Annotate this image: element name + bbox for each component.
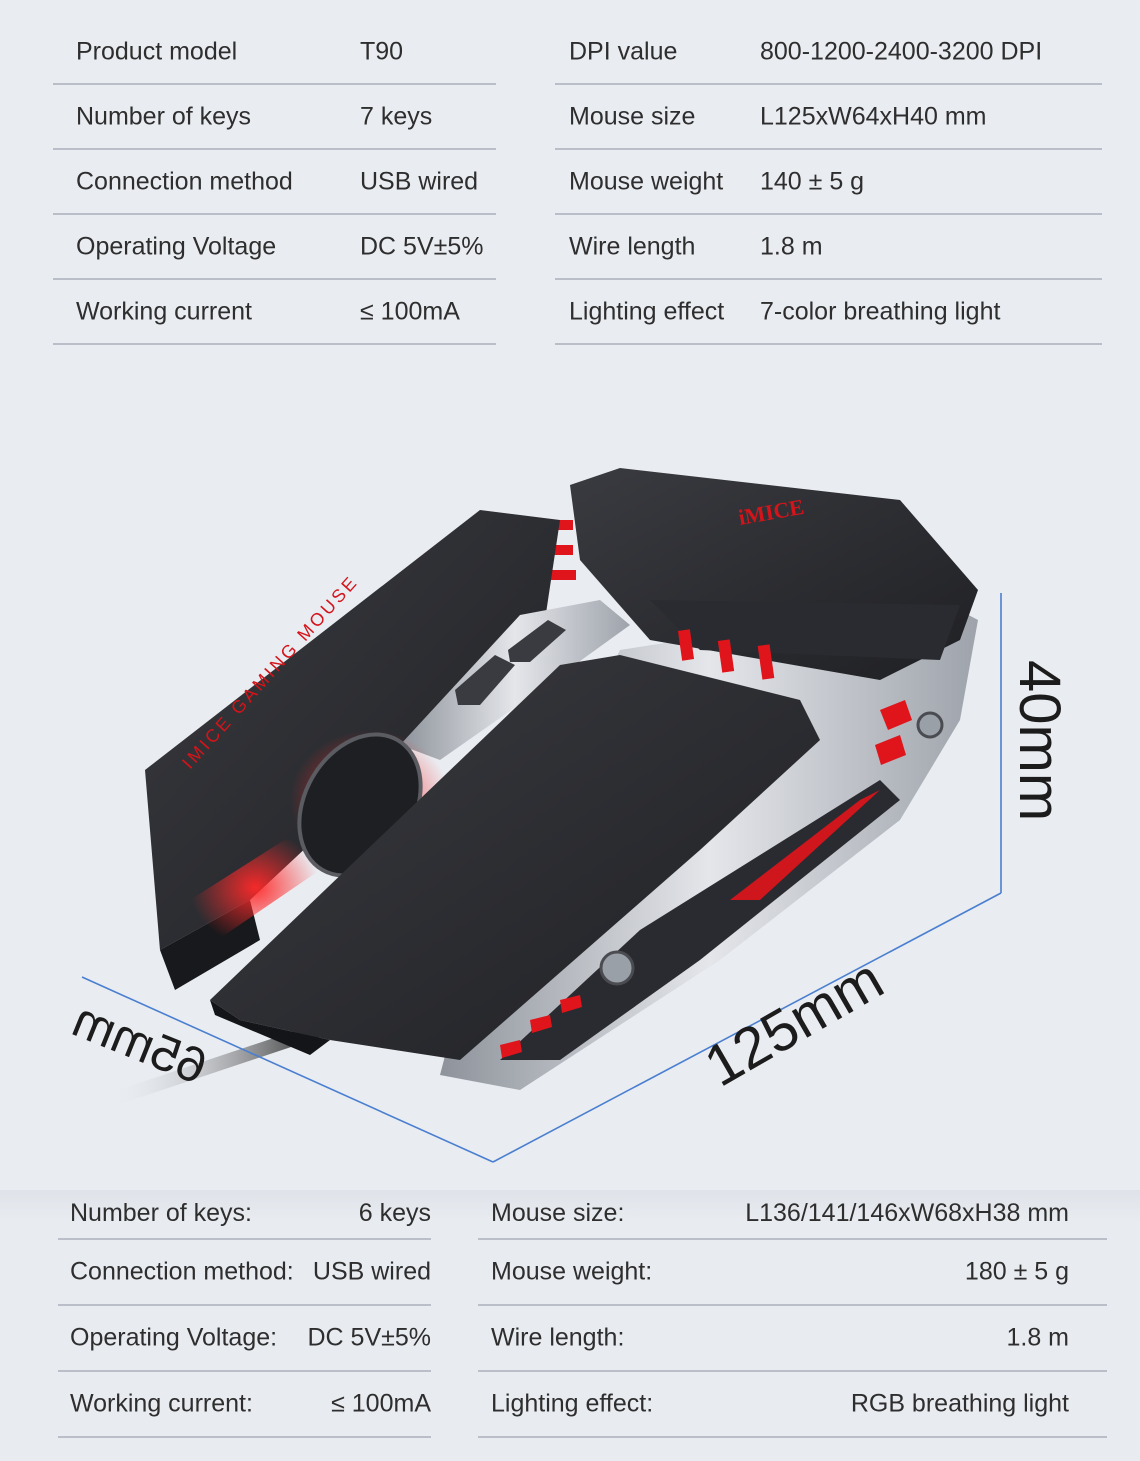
spec-value: L136/141/146xW68xH38 mm bbox=[745, 1199, 1069, 1227]
spec-value: 180 ± 5 g bbox=[964, 1257, 1069, 1286]
dimension-lines bbox=[81, 593, 1002, 1163]
spec-table-right: DPI value 800-1200-2400-3200 DPI Mouse s… bbox=[555, 20, 1102, 345]
spec-value: 7 keys bbox=[360, 102, 433, 130]
secondary-spec-section: Number of keys: 6 keys Connection method… bbox=[0, 1190, 1140, 1461]
spec-row-working-current: Working current: ≤ 100mA bbox=[58, 1372, 431, 1438]
width-dimension-label: 65mm bbox=[65, 991, 215, 1095]
spec-row-wire-length: Wire length 1.8 m bbox=[555, 215, 1102, 280]
spec-label: Number of keys: bbox=[70, 1199, 253, 1227]
spec-label: Number of keys bbox=[76, 102, 252, 130]
dpi-minus-button bbox=[508, 620, 566, 662]
spec-row-mouse-weight: Mouse weight 140 ± 5 g bbox=[555, 150, 1102, 215]
spec-value: 800-1200-2400-3200 DPI bbox=[760, 37, 1043, 65]
gaming-mouse-illustration: iMICE IMICE GAMING MOUSE 40mm 125mm 65mm bbox=[65, 468, 1072, 1163]
secondary-spec-table-left: Number of keys: 6 keys Connection method… bbox=[58, 1190, 431, 1438]
spec-label: Connection method bbox=[76, 167, 293, 195]
spec-value: USB wired bbox=[312, 1257, 431, 1286]
spec-row-mouse-size: Mouse size L125xW64xH40 mm bbox=[555, 85, 1102, 150]
spec-row-number-of-keys: Number of keys 7 keys bbox=[53, 85, 496, 150]
spec-value: 140 ± 5 g bbox=[760, 167, 865, 195]
spec-value: 1.8 m bbox=[1006, 1323, 1069, 1352]
spec-row-lighting-effect: Lighting effect: RGB breathing light bbox=[478, 1372, 1107, 1438]
spec-value: DC 5V±5% bbox=[307, 1323, 432, 1352]
spec-row-lighting-effect: Lighting effect 7-color breathing light bbox=[555, 280, 1102, 345]
spec-row-mouse-weight: Mouse weight: 180 ± 5 g bbox=[478, 1240, 1107, 1306]
spec-label: Working current: bbox=[70, 1389, 253, 1418]
height-dimension-label: 40mm bbox=[1007, 660, 1072, 821]
spec-label: Operating Voltage bbox=[76, 232, 277, 260]
spec-value: T90 bbox=[360, 37, 404, 65]
spec-value: DC 5V±5% bbox=[360, 232, 484, 260]
mouse-side-chassis bbox=[440, 600, 978, 1090]
spec-label: DPI value bbox=[569, 37, 678, 65]
spec-label: Wire length: bbox=[491, 1323, 625, 1352]
spec-row-operating-voltage: Operating Voltage DC 5V±5% bbox=[53, 215, 496, 280]
spec-label: Connection method: bbox=[70, 1257, 294, 1286]
spec-label: Operating Voltage: bbox=[70, 1323, 278, 1352]
spec-label: Mouse size bbox=[569, 102, 696, 130]
spec-row-mouse-size: Mouse size: L136/141/146xW68xH38 mm bbox=[478, 1190, 1107, 1240]
spec-row-connection-method: Connection method: USB wired bbox=[58, 1240, 431, 1306]
secondary-spec-table-right: Mouse size: L136/141/146xW68xH38 mm Mous… bbox=[478, 1190, 1107, 1438]
side-button bbox=[599, 950, 635, 986]
spec-value: 7-color breathing light bbox=[760, 297, 1001, 325]
spec-value: 1.8 m bbox=[760, 232, 823, 260]
spec-row-working-current: Working current ≤ 100mA bbox=[53, 280, 496, 345]
spec-label: Product model bbox=[76, 37, 238, 65]
dpi-plus-button bbox=[455, 655, 515, 705]
spec-value: RGB breathing light bbox=[850, 1389, 1069, 1418]
length-dimension-label: 125mm bbox=[694, 946, 894, 1099]
spec-label: Working current bbox=[76, 297, 252, 325]
spec-label: Lighting effect: bbox=[491, 1389, 654, 1418]
spec-table-left: Product model T90 Number of keys 7 keys … bbox=[53, 20, 496, 345]
spec-row-operating-voltage: Operating Voltage: DC 5V±5% bbox=[58, 1306, 431, 1372]
spec-row-number-of-keys: Number of keys: 6 keys bbox=[58, 1190, 431, 1240]
spec-label: Mouse weight bbox=[569, 167, 724, 195]
spec-row-connection-method: Connection method USB wired bbox=[53, 150, 496, 215]
spec-value: ≤ 100mA bbox=[331, 1389, 431, 1418]
dpi-bridge bbox=[400, 600, 630, 760]
spec-row-product-model: Product model T90 bbox=[53, 20, 496, 85]
spec-row-wire-length: Wire length: 1.8 m bbox=[478, 1306, 1107, 1372]
spec-label: Lighting effect bbox=[569, 297, 725, 325]
left-mouse-button bbox=[145, 510, 560, 950]
spec-row-dpi: DPI value 800-1200-2400-3200 DPI bbox=[555, 20, 1102, 85]
spec-value: ≤ 100mA bbox=[360, 297, 460, 325]
spec-value: 6 keys bbox=[358, 1199, 431, 1227]
side-led-strips bbox=[500, 700, 912, 1058]
right-mouse-button bbox=[210, 655, 820, 1060]
spec-value: L125xW64xH40 mm bbox=[760, 102, 987, 130]
spec-value: USB wired bbox=[360, 167, 479, 195]
spec-label: Mouse size: bbox=[491, 1199, 625, 1227]
spec-label: Wire length bbox=[569, 232, 696, 260]
spec-label: Mouse weight: bbox=[491, 1257, 653, 1286]
